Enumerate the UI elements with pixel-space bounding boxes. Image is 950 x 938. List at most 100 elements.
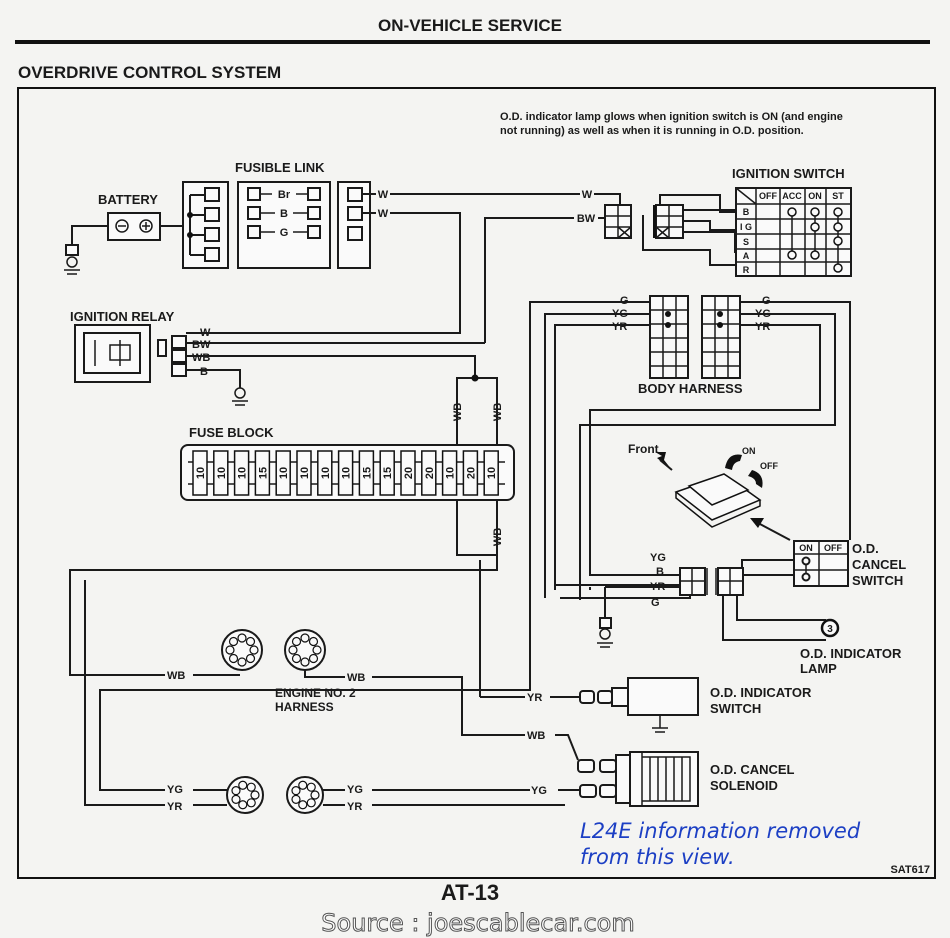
connector-pin	[312, 645, 322, 655]
wire-label-b: B	[200, 366, 208, 378]
wire-label-yr: YR	[527, 692, 542, 704]
connector-pin	[288, 645, 298, 655]
ign-col-off: OFF	[759, 191, 777, 201]
wire-label-wb: WB	[527, 730, 545, 742]
connector-pin	[310, 790, 320, 800]
page-title: OVERDRIVE CONTROL SYSTEM	[18, 63, 281, 82]
connector-pin	[291, 786, 301, 796]
connector-pin	[250, 790, 260, 800]
wire-label-wb: WB	[492, 403, 504, 421]
fuse-rating: 10	[486, 467, 498, 479]
wire-label-yg: YG	[612, 308, 628, 320]
wire-label-w: W	[378, 208, 389, 220]
fuse-rating: 10	[299, 467, 311, 479]
ign-row-ig: I G	[740, 222, 752, 232]
wire-label-w: W	[200, 327, 211, 339]
fuse-rating: 10	[341, 467, 353, 479]
wire-label-w: W	[378, 189, 389, 201]
lamp-icon	[820, 618, 840, 638]
front-label: Front	[628, 442, 659, 456]
od-indicator-switch: O.D. INDICATOR SWITCH	[579, 677, 812, 733]
wire-label-yr: YR	[755, 321, 770, 333]
wire-label-yr: YR	[612, 321, 627, 333]
wire-label-yg: YG	[650, 552, 666, 564]
wire-label-wb: WB	[192, 352, 210, 364]
ign-row-s: S	[743, 237, 749, 247]
lamp-number: 3	[827, 624, 833, 635]
wire-label-yr: YR	[347, 801, 362, 813]
engine-harness-label-1: ENGINE NO. 2	[275, 686, 356, 700]
link-wire-br: Br	[278, 189, 291, 201]
wire-label-yg: YG	[167, 784, 183, 796]
wire-label-bw: BW	[577, 213, 596, 225]
link-wire-b: B	[280, 208, 288, 220]
fuse	[441, 450, 458, 496]
wire-label-yg: YG	[531, 785, 547, 797]
connector-pin	[246, 782, 256, 792]
page-number: AT-13	[441, 880, 499, 905]
fuse-rating: 10	[237, 467, 249, 479]
cancel-switch-label-3: SWITCH	[852, 573, 903, 588]
connector-pin	[238, 780, 248, 790]
connector-pin	[231, 794, 241, 804]
fuse	[358, 450, 375, 496]
wire-label-wb: WB	[167, 670, 185, 682]
connector-pin	[246, 798, 256, 808]
connector-pin	[300, 657, 310, 667]
fuse-rating: 15	[257, 467, 269, 479]
connector-pin	[237, 633, 247, 643]
connector-pin	[306, 798, 316, 808]
fuse	[192, 450, 208, 496]
od-cancel-switch: ON OFF O.D. CANCEL SWITCH	[741, 540, 906, 588]
connector-pin	[306, 782, 316, 792]
wire-label-bw: BW	[192, 339, 211, 351]
body-harness-label: BODY HARNESS	[638, 381, 743, 396]
wires-top: W W W BW	[190, 188, 621, 344]
fuse	[213, 450, 229, 496]
indicator-switch-label-2: SWITCH	[710, 701, 761, 716]
fuse	[296, 450, 312, 496]
ign-row-a: A	[743, 251, 750, 261]
engine-harness: ENGINE NO. 2 HARNESS WB WB WB YR YG YR Y…	[84, 560, 580, 814]
connector-pin	[228, 636, 239, 647]
cancel-switch-illustration: Front ON OFF	[628, 442, 791, 541]
connector-pin	[245, 636, 256, 647]
connector-pin	[291, 794, 301, 804]
fuse-rating: 20	[424, 467, 436, 479]
wire-label-yr: YR	[650, 581, 665, 593]
connector-pin	[225, 645, 235, 655]
battery-label: BATTERY	[98, 192, 158, 207]
fuse	[462, 450, 479, 496]
connector-pin	[308, 653, 319, 664]
fusible-link: FUSIBLE LINK Br B G	[182, 160, 371, 269]
connector-pin	[237, 657, 247, 667]
removed-note-line-2: from this view.	[580, 845, 735, 869]
fuse	[233, 450, 250, 496]
note-line-2: not running) as well as when it is runni…	[500, 125, 804, 137]
ignition-relay: IGNITION RELAY W BW WB B	[70, 309, 476, 406]
engine-harness-label-2: HARNESS	[275, 700, 334, 714]
cancel-col-on: ON	[799, 543, 813, 553]
header-rule	[15, 40, 930, 44]
fusible-link-label: FUSIBLE LINK	[235, 160, 325, 175]
connector-pin	[298, 800, 308, 810]
indicator-lamp-label-1: O.D. INDICATOR	[800, 646, 902, 661]
wire-label-g: G	[620, 295, 629, 307]
connector-pin	[298, 780, 308, 790]
fuse-rating: 20	[403, 467, 415, 479]
wires-fuse: WB WB WB	[69, 374, 504, 676]
connector-pin	[231, 786, 241, 796]
cancel-switch-connectors: YG B YR G 3 O.D. INDICATOR LAMP	[554, 552, 902, 676]
od-cancel-solenoid: O.D. CANCEL SOLENOID	[577, 751, 795, 807]
fuse-rating: 10	[216, 467, 228, 479]
fuse-rating: 15	[382, 467, 394, 479]
wire-label-yr: YR	[167, 801, 182, 813]
on-label: ON	[742, 446, 756, 456]
connector-pin	[238, 800, 248, 810]
ign-col-acc: ACC	[782, 191, 802, 201]
section-header: ON-VEHICLE SERVICE	[378, 16, 562, 35]
battery-terminal-icons	[118, 222, 150, 230]
off-label: OFF	[760, 461, 778, 471]
note-line-1: O.D. indicator lamp glows when ignition …	[500, 111, 843, 123]
fuse	[483, 450, 499, 496]
